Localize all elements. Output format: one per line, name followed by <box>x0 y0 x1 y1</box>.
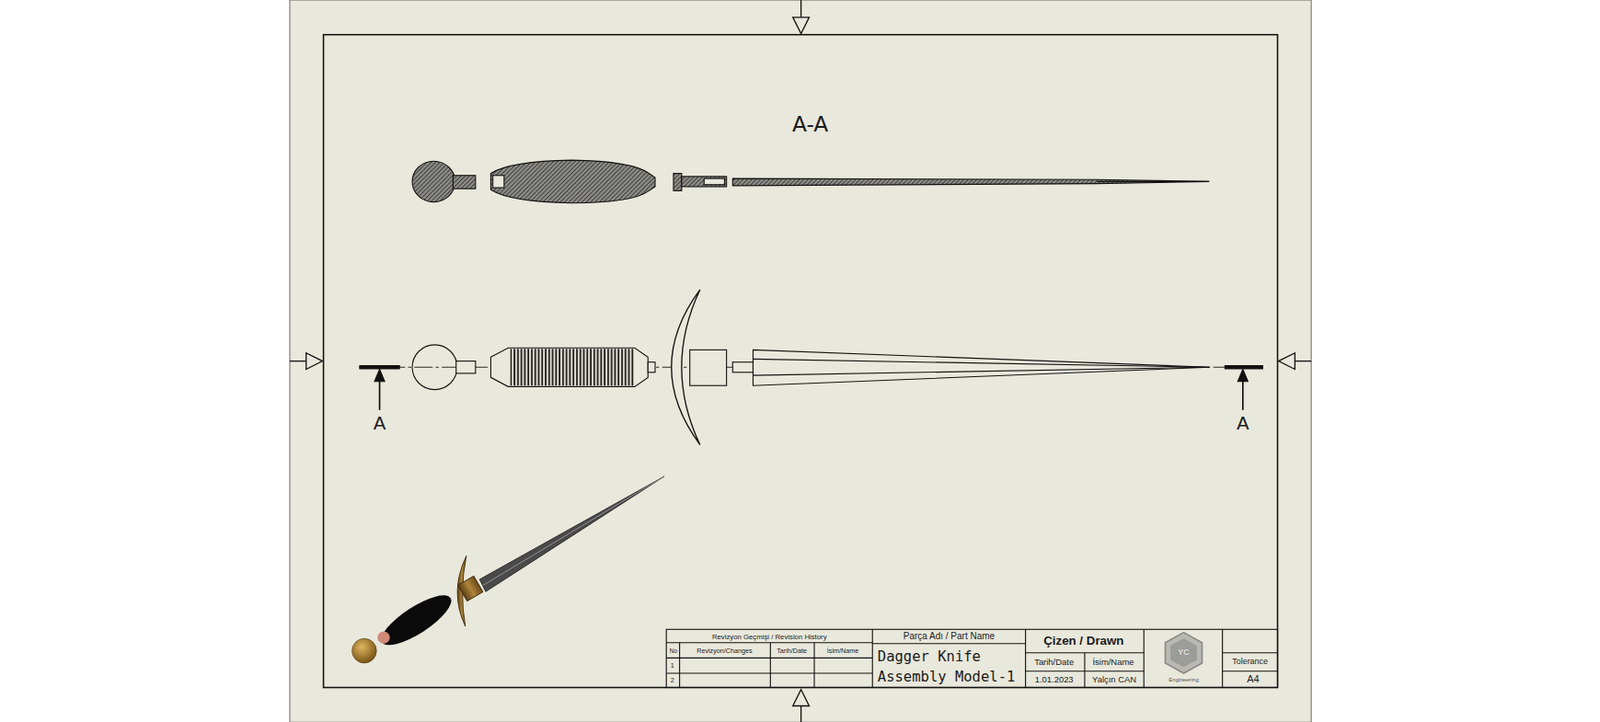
table-cell: Revizyon/Changes <box>696 647 753 655</box>
front-view <box>690 349 727 386</box>
table-cell: A4 <box>1246 674 1260 685</box>
isometric-view <box>458 575 484 601</box>
centering-mark <box>289 360 307 362</box>
table-cell: 1 <box>670 663 675 670</box>
title-block <box>679 643 680 689</box>
table-cell: 2 <box>670 677 675 684</box>
table-heading: Çizen / Drawn <box>1043 634 1124 647</box>
section-arrow <box>379 379 381 411</box>
logo-text: Engineering <box>1168 678 1199 684</box>
isometric-view <box>374 587 458 655</box>
section-view <box>732 178 1209 186</box>
company-logo <box>1170 638 1198 668</box>
company-logo <box>1165 633 1203 674</box>
centering-mark <box>793 690 810 707</box>
section-view <box>493 175 505 188</box>
centering-mark <box>800 705 802 722</box>
front-view <box>647 362 656 373</box>
title-block <box>1221 629 1223 688</box>
title-block <box>1024 629 1026 688</box>
isometric-view <box>483 476 665 587</box>
title-block <box>1222 670 1278 672</box>
table-cell: İsim/Name <box>827 647 859 655</box>
table-cell: Tarih/Date <box>776 647 807 655</box>
section-arrow <box>1237 368 1248 381</box>
table-cell: İsim/Name <box>1092 657 1134 667</box>
title-block <box>666 657 873 659</box>
sheet-frame <box>289 0 1312 722</box>
isometric-view <box>479 476 665 592</box>
section-view <box>703 178 725 185</box>
front-view <box>752 367 1209 376</box>
centering-mark <box>800 0 802 18</box>
front-view <box>752 358 1209 368</box>
front-view <box>490 347 648 387</box>
table-cell: Tarih/Date <box>1034 657 1074 667</box>
section-arrow <box>1242 379 1244 411</box>
section-view <box>681 176 727 187</box>
part-name: Dagger Knife Assembly Model-1 <box>877 645 1023 688</box>
table-cell: 1.01.2023 <box>1035 675 1074 684</box>
section-view <box>673 173 682 192</box>
front-view <box>752 349 1209 386</box>
table-cell: Yalçın CAN <box>1092 675 1137 684</box>
title-block <box>666 629 1278 688</box>
table-cell: Tolerance <box>1231 657 1267 667</box>
section-view <box>412 160 1209 204</box>
logo-text: YC <box>1177 648 1189 657</box>
front-view <box>456 361 476 374</box>
section-view <box>412 161 456 202</box>
title-block <box>1143 629 1145 688</box>
isometric-view <box>352 476 665 664</box>
title-block <box>813 643 815 689</box>
title-block <box>1083 653 1085 689</box>
title-block <box>666 672 873 674</box>
table-heading: Parça Adı / Part Name <box>903 632 995 642</box>
sheet-frame <box>289 0 1312 722</box>
title-block <box>1222 652 1278 654</box>
section-arrow <box>1224 365 1264 369</box>
centering-mark <box>1278 353 1296 370</box>
section-letter: A <box>373 414 387 433</box>
title-block <box>872 643 1025 645</box>
title-block <box>770 643 772 689</box>
section-view <box>490 160 656 204</box>
centering-mark <box>793 17 810 35</box>
table-heading: Revizyon Geçmişi / Revision History <box>712 633 828 641</box>
section-view <box>1096 181 1209 183</box>
front-view <box>732 362 753 373</box>
isometric-view <box>377 632 390 645</box>
section-arrow <box>374 368 385 381</box>
section-title: A-A <box>792 114 829 136</box>
isometric-view <box>352 638 378 664</box>
front-view <box>358 289 1264 446</box>
section-letter: A <box>1236 414 1250 433</box>
title-block <box>872 629 874 688</box>
title-block <box>666 629 1278 688</box>
sheet-frame <box>323 34 1278 689</box>
section-arrow <box>358 367 1264 411</box>
front-view <box>510 348 635 386</box>
centering-mark <box>306 353 323 370</box>
table-cell: No <box>669 647 679 655</box>
centering-mark <box>289 0 1312 722</box>
company-logo <box>1165 633 1203 674</box>
section-view <box>452 175 475 189</box>
front-view <box>412 345 458 391</box>
centering-mark <box>1294 360 1312 362</box>
title-block <box>666 642 873 644</box>
